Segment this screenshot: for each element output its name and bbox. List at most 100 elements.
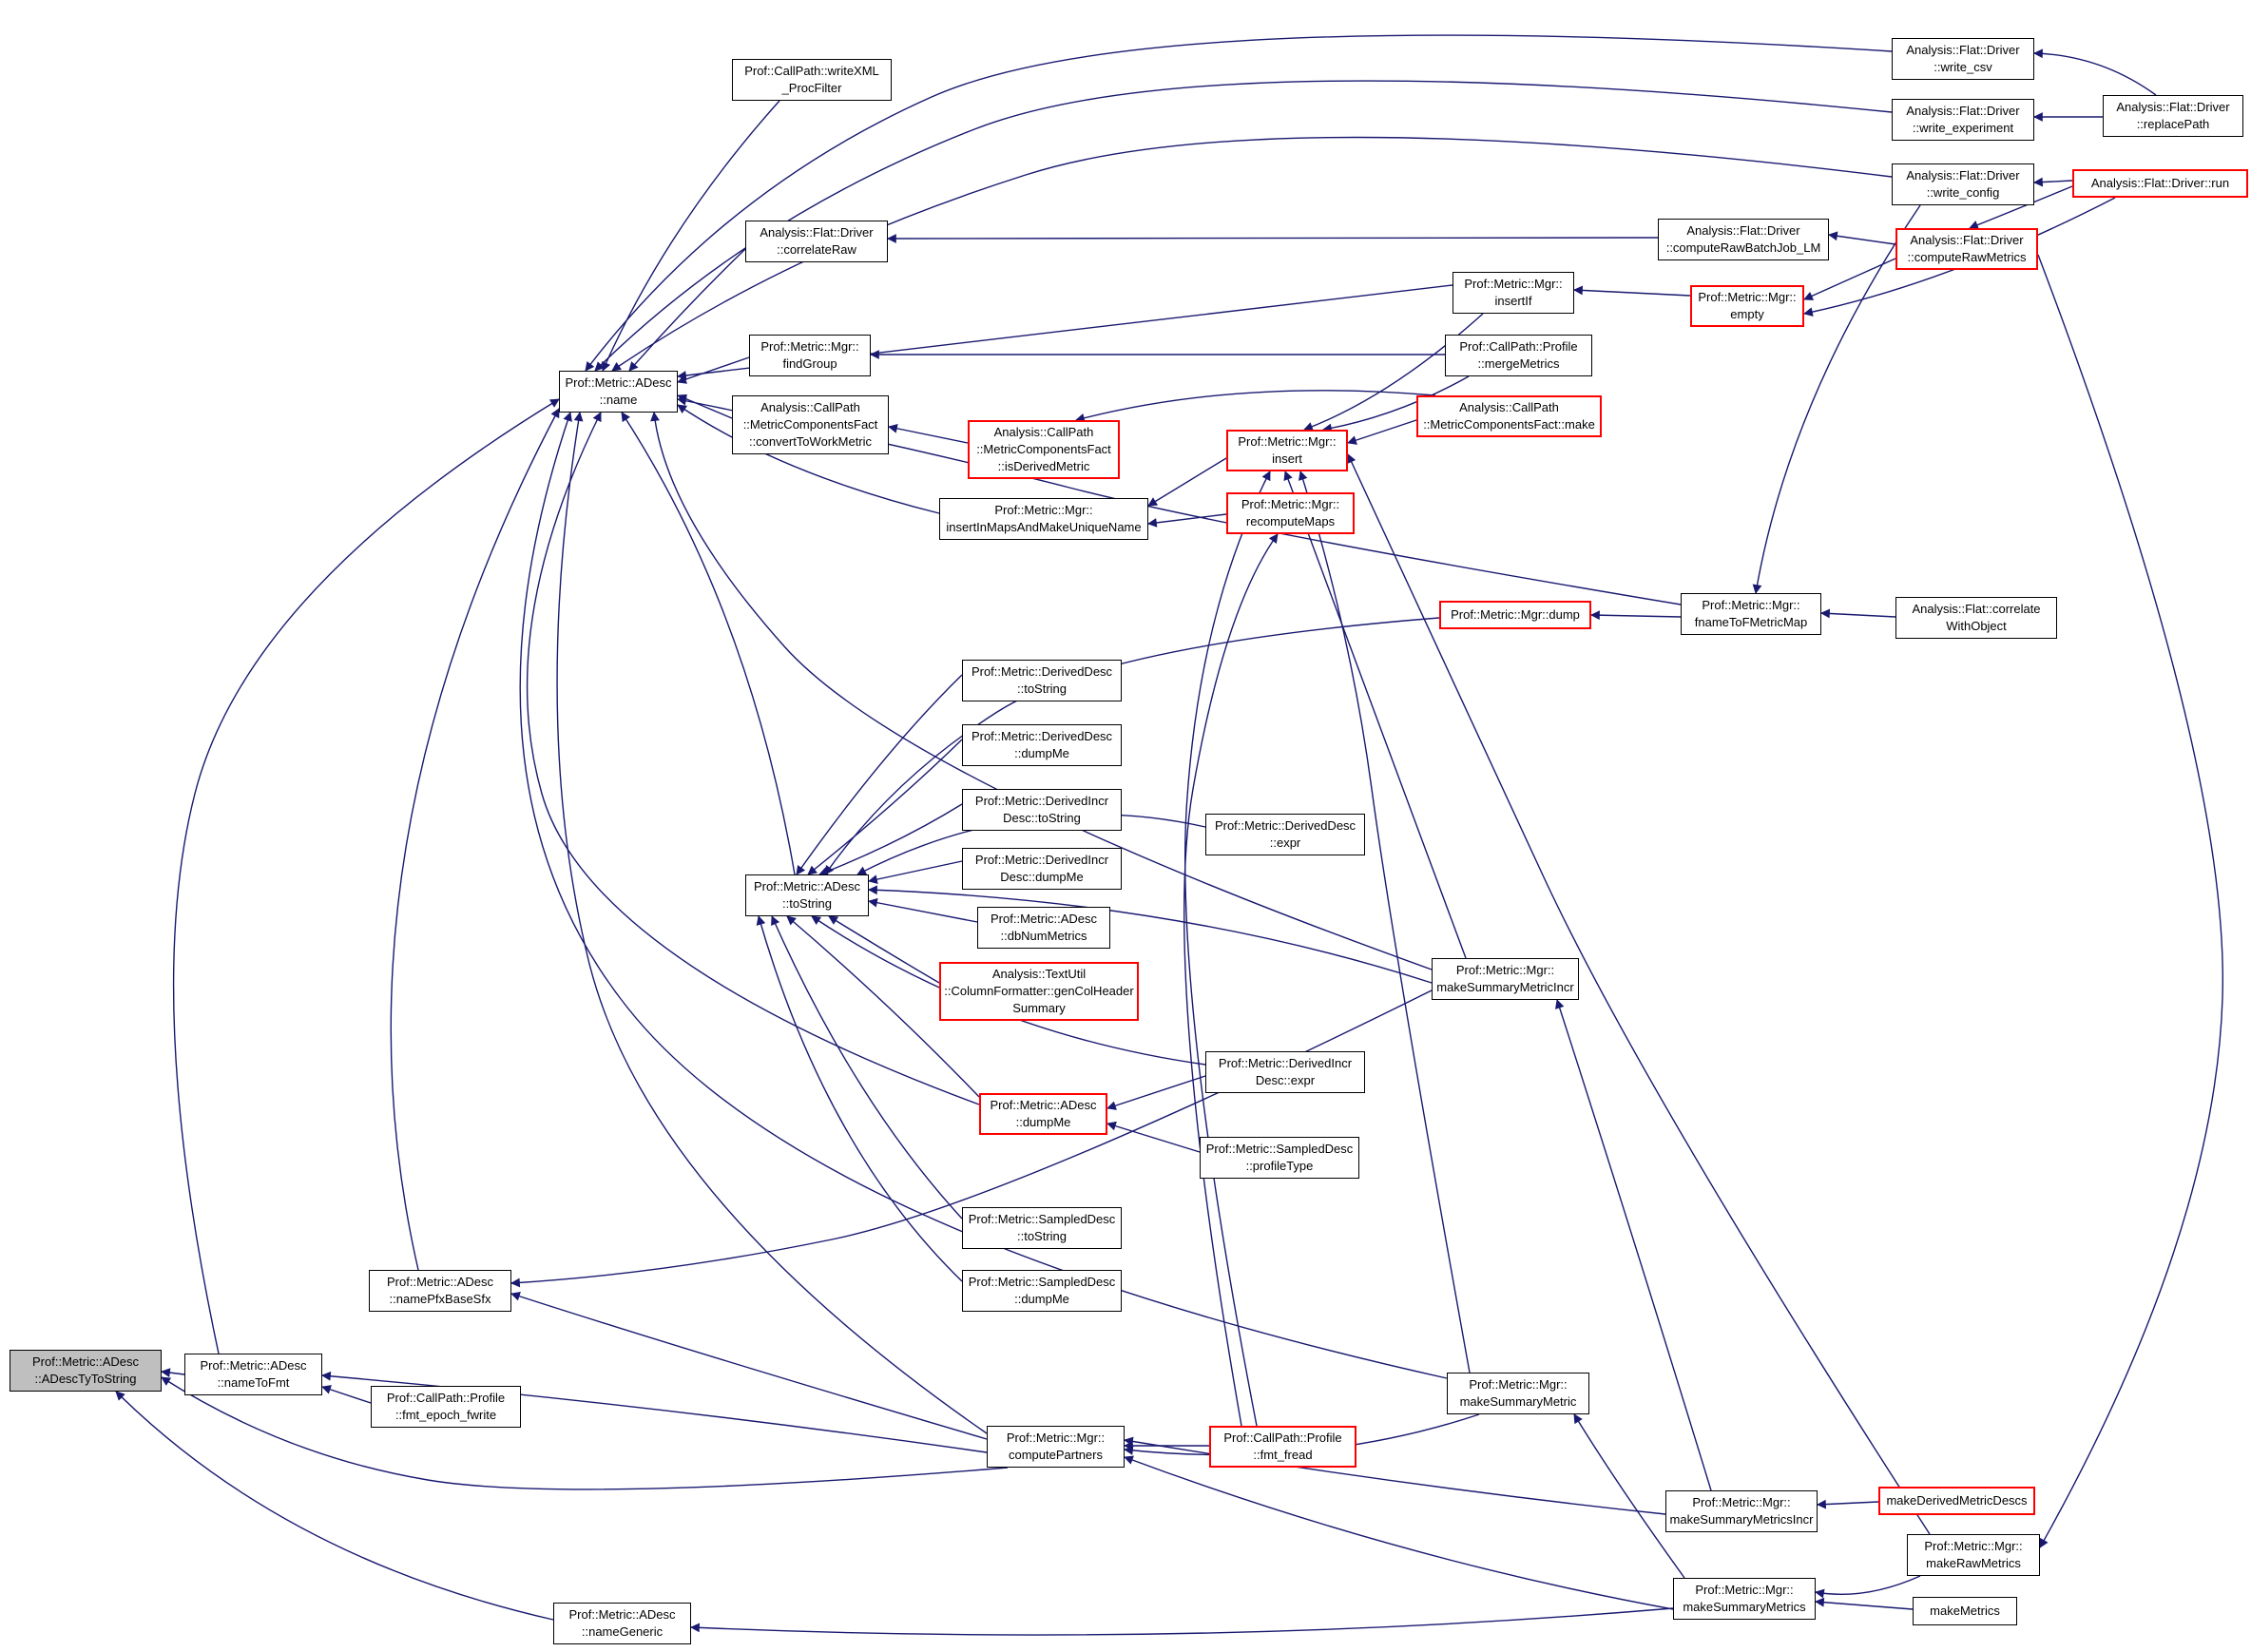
node-label-line: Prof::Metric::Mgr:: — [760, 339, 859, 354]
node-writecsv[interactable]: Analysis::Flat::Driver::write_csv — [1892, 38, 2034, 80]
node-label-line: Prof::Metric::ADesc — [387, 1275, 493, 1289]
node-label-line: Prof::Metric::Mgr:: — [1464, 277, 1563, 291]
node-name[interactable]: Prof::Metric::ADesc::name — [559, 371, 678, 413]
node-label-line: makeSummaryMetric — [1459, 1394, 1577, 1409]
node-computepartners[interactable]: Prof::Metric::Mgr::computePartners — [987, 1426, 1125, 1468]
node-label-line: Prof::Metric::Mgr:: — [1692, 1495, 1791, 1509]
node-label-line: ::MetricComponentsFact — [742, 417, 878, 432]
node-fnamemap[interactable]: Prof::Metric::Mgr::fnameToFMetricMap — [1681, 593, 1821, 635]
node-makesummincr[interactable]: Prof::Metric::Mgr::makeSummaryMetricIncr — [1432, 958, 1579, 1000]
edge-run-writeconfig — [2033, 177, 2073, 187]
node-makederived[interactable]: makeDerivedMetricDescs — [1878, 1487, 2035, 1515]
node-label-line: Prof::Metric::Mgr:: — [1702, 598, 1800, 612]
node-label-line: insertIf — [1494, 294, 1532, 308]
node-makesummsincr[interactable]: Prof::Metric::Mgr::makeSummaryMetricsInc… — [1665, 1490, 1818, 1532]
node-mergemetrics[interactable]: Prof::CallPath::Profile::mergeMetrics — [1445, 335, 1592, 376]
node-label-line: Summary — [1012, 1001, 1066, 1015]
node-isderived[interactable]: Analysis::CallPath::MetricComponentsFact… — [968, 420, 1120, 479]
node-make[interactable]: Analysis::CallPath::MetricComponentsFact… — [1416, 395, 1602, 437]
node-ddesc_dumpme[interactable]: Prof::Metric::DerivedDesc::dumpMe — [962, 724, 1122, 766]
node-insert[interactable]: Prof::Metric::Mgr::insert — [1226, 430, 1348, 471]
node-label-line: Analysis::Flat::Driver — [1910, 233, 2024, 247]
node-ddesc_expr[interactable]: Prof::Metric::DerivedDesc::expr — [1205, 814, 1365, 855]
node-insertif[interactable]: Prof::Metric::Mgr::insertIf — [1453, 272, 1574, 314]
node-label-line: makeSummaryMetrics — [1683, 1600, 1806, 1614]
edge-makesummincr-insert — [1283, 471, 1467, 959]
edge-convert-name — [677, 394, 733, 419]
node-recompute[interactable]: Prof::Metric::Mgr::recomputeMaps — [1226, 492, 1355, 534]
node-adesc_dumpme[interactable]: Prof::Metric::ADesc::dumpMe — [979, 1093, 1107, 1135]
node-dump[interactable]: Prof::Metric::Mgr::dump — [1439, 601, 1591, 629]
edge-nametofmt-name — [172, 398, 560, 1354]
node-label-line: Prof::Metric::ADesc — [565, 375, 672, 390]
node-label-line: computePartners — [1009, 1448, 1103, 1462]
node-label-line: insertInMapsAndMakeUniqueName — [946, 520, 1142, 534]
node-dbnum[interactable]: Prof::Metric::ADesc::dbNumMetrics — [977, 907, 1110, 949]
node-label-line: ::write_experiment — [1912, 121, 2014, 135]
node-fmtepoch[interactable]: Prof::CallPath::Profile::fmt_epoch_fwrit… — [371, 1386, 521, 1428]
edge-fmtfread-recompute — [1183, 533, 1279, 1427]
node-namepfx[interactable]: Prof::Metric::ADesc::namePfxBaseSfx — [369, 1270, 511, 1312]
node-label-line: ::mergeMetrics — [1477, 356, 1560, 371]
node-label-line: Analysis::Flat::correlate — [1912, 602, 2041, 616]
node-label-line: ::toString — [1016, 682, 1068, 696]
edge-namepfx-name — [390, 408, 560, 1271]
node-ddesc_tostring[interactable]: Prof::Metric::DerivedDesc::toString — [962, 660, 1122, 701]
node-label-line: Prof::Metric::Mgr:: — [1006, 1431, 1106, 1445]
node-tostring[interactable]: Prof::Metric::ADesc::toString — [745, 874, 869, 916]
node-writeexp[interactable]: Analysis::Flat::Driver::write_experiment — [1892, 99, 2034, 141]
node-makemetrics[interactable]: makeMetrics — [1913, 1597, 2017, 1625]
node-sampled_dumpme[interactable]: Prof::Metric::SampledDesc::dumpMe — [962, 1270, 1122, 1312]
node-label-line: ::write_config — [1926, 185, 2000, 200]
edge-didesc_dumpme-tostring — [868, 860, 963, 884]
node-label-line: Prof::Metric::ADesc — [991, 912, 1097, 926]
node-label-line: Prof::Metric::DerivedIncr — [974, 794, 1109, 808]
node-batchjob[interactable]: Analysis::Flat::Driver::computeRawBatchJ… — [1658, 219, 1829, 260]
edge-nametofmt-adescty — [161, 1368, 185, 1377]
node-label-line: Analysis::Flat::Driver::run — [2090, 176, 2230, 190]
node-label-line: ::computeRawBatchJob_LM — [1665, 240, 1821, 255]
node-convert[interactable]: Analysis::CallPath::MetricComponentsFact… — [732, 395, 889, 454]
node-makeraw[interactable]: Prof::Metric::Mgr::makeRawMetrics — [1907, 1534, 2040, 1576]
node-label-line: Prof::Metric::DerivedIncr — [974, 853, 1109, 867]
edge-empty-insertif — [1573, 285, 1691, 297]
edge-makesummsincr-makesummincr — [1555, 999, 1712, 1491]
node-label-line: Prof::Metric::DerivedDesc — [1214, 818, 1356, 833]
edge-tostring-name — [621, 412, 796, 875]
node-label-line: ::toString — [781, 896, 833, 911]
edge-recompute-insertmaps — [1147, 513, 1227, 528]
node-label-line: Analysis::CallPath — [760, 400, 860, 414]
edge-computerawmetrics-batchjob — [1828, 231, 1896, 245]
node-gencol[interactable]: Analysis::TextUtil::ColumnFormatter::gen… — [939, 962, 1139, 1021]
node-writeconfig[interactable]: Analysis::Flat::Driver::write_config — [1892, 163, 2034, 205]
node-label-line: ::dumpMe — [1014, 1292, 1069, 1306]
node-run[interactable]: Analysis::Flat::Driver::run — [2072, 169, 2248, 198]
node-fmtfread[interactable]: Prof::CallPath::Profile::fmt_fread — [1209, 1426, 1356, 1468]
node-label-line: Prof::Metric::Mgr:: — [1238, 434, 1337, 449]
node-label-line: ::nameToFmt — [217, 1375, 290, 1390]
edge-makesumms-namegeneric — [690, 1607, 1674, 1636]
node-writexml[interactable]: Prof::CallPath::writeXML_ProcFilter — [732, 59, 892, 101]
node-nametofmt[interactable]: Prof::Metric::ADesc::nameToFmt — [184, 1354, 322, 1395]
edge-fnamemap-dump — [1590, 610, 1682, 621]
node-replacepath[interactable]: Analysis::Flat::Driver::replacePath — [2103, 95, 2243, 137]
node-correlateraw[interactable]: Analysis::Flat::Driver::correlateRaw — [745, 221, 888, 262]
node-empty[interactable]: Prof::Metric::Mgr::empty — [1690, 285, 1804, 327]
node-label-line: makeSummaryMetricsIncr — [1669, 1512, 1814, 1527]
node-label-line: ::MetricComponentsFact — [976, 442, 1111, 456]
node-namegeneric[interactable]: Prof::Metric::ADesc::nameGeneric — [553, 1603, 691, 1644]
edge-ddesc_dumpme-tostring — [807, 739, 963, 875]
node-sampled_tostring[interactable]: Prof::Metric::SampledDesc::toString — [962, 1207, 1122, 1249]
node-label-line: ::fmt_epoch_fwrite — [394, 1408, 497, 1422]
node-findgroup[interactable]: Prof::Metric::Mgr::findGroup — [749, 335, 871, 376]
node-sampled_proftype[interactable]: Prof::Metric::SampledDesc::profileType — [1200, 1137, 1359, 1179]
node-label-line: ::name — [599, 393, 638, 407]
node-insertmaps[interactable]: Prof::Metric::Mgr::insertInMapsAndMakeUn… — [939, 498, 1148, 540]
node-makesumms[interactable]: Prof::Metric::Mgr::makeSummaryMetrics — [1673, 1578, 1816, 1620]
node-makesumm[interactable]: Prof::Metric::Mgr::makeSummaryMetric — [1447, 1373, 1589, 1414]
node-computerawmetrics[interactable]: Analysis::Flat::Driver::computeRawMetric… — [1895, 228, 2038, 270]
